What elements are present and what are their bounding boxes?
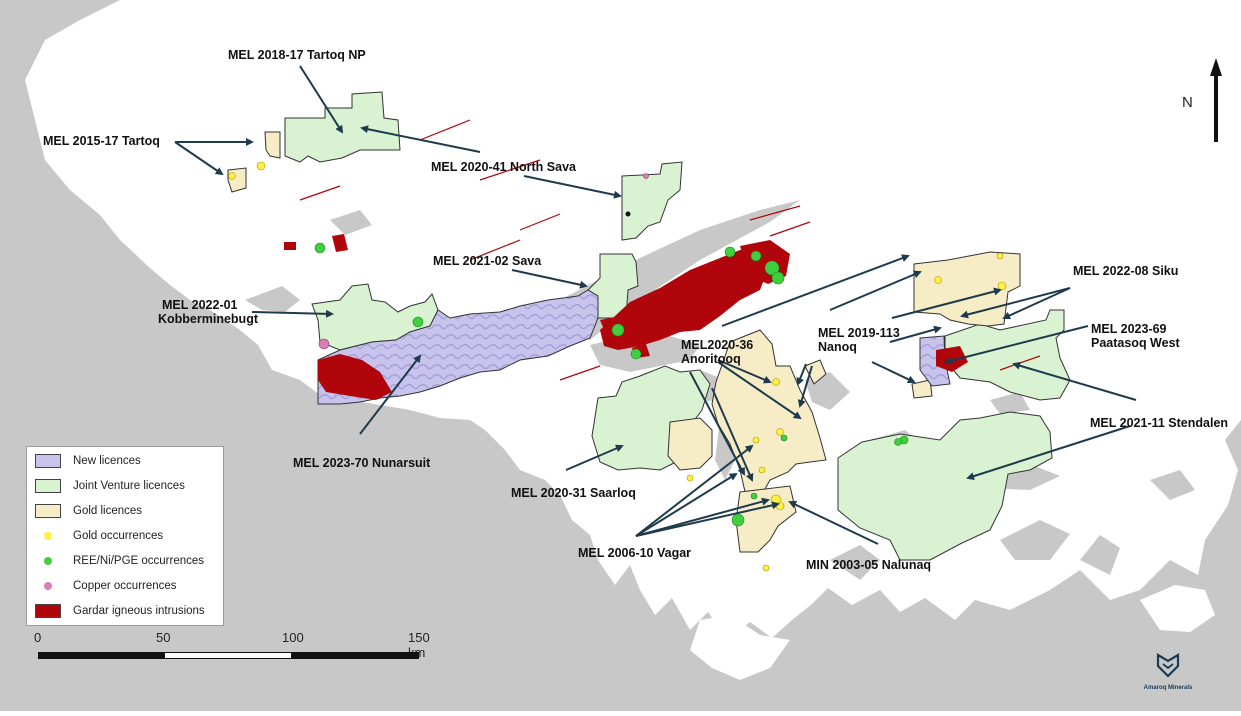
legend-item-copper-occurrences: Copper occurrences (35, 578, 221, 594)
legend-item-jv-licences: Joint Venture licences (35, 478, 221, 494)
legend-dot-copper (44, 582, 52, 590)
label-anoritooq-line2: Anoritooq (681, 352, 741, 366)
legend-label: New licences (73, 455, 141, 467)
label-anoritooq-line1: MEL2020-36 (681, 338, 754, 352)
land-island-south (690, 615, 790, 680)
ree-occurrences (314, 242, 909, 527)
legend-swatch-gardar (35, 604, 61, 618)
gold-nanoq-a (804, 359, 827, 385)
gold-vagar (667, 417, 713, 471)
gardar-dykes (299, 119, 1041, 381)
scale-tick-100: 100 (282, 630, 304, 645)
legend-label: Gold licences (73, 505, 143, 517)
label-paatasoq-line1: MEL 2023-69 (1091, 322, 1167, 336)
legend: New licences Joint Venture licences Gold… (26, 446, 224, 626)
land-island-east (1140, 585, 1215, 632)
label-anoritooq: MEL2020-36 Anoritooq (681, 338, 771, 366)
label-arrows (174, 65, 1137, 545)
brand-name: Amaroq Minerals (1143, 685, 1193, 691)
label-kobberminebugt-line2: Kobberminebugt (158, 312, 258, 326)
legend-label: REE/Ni/PGE occurrences (73, 555, 205, 567)
gold-tartoq-2 (227, 167, 247, 193)
label-paatasoq-west: MEL 2023-69 Paatasoq West (1091, 322, 1201, 350)
legend-item-gold-occurrences: Gold occurrences (35, 528, 221, 544)
legend-dot-ree (44, 557, 52, 565)
label-nunarsuit: MEL 2023-70 Nunarsuit (293, 456, 431, 470)
legend-label: Joint Venture licences (73, 480, 185, 492)
legend-label: Copper occurrences (73, 580, 177, 592)
legend-label: Gold occurrences (73, 530, 164, 542)
label-paatasoq-line2: Paatasoq West (1091, 336, 1180, 350)
brand-logo: Amaroq Minerals (1128, 652, 1208, 696)
scale-tick-50: 50 (156, 630, 171, 645)
legend-item-gold-licences: Gold licences (35, 503, 221, 519)
legend-dot-gold (44, 532, 52, 540)
label-nalunaq: MIN 2003-05 Nalunaq (806, 558, 932, 572)
legend-label: Gardar igneous intrusions (73, 605, 205, 617)
legend-swatch-jv (35, 479, 61, 493)
jv-north-sava (621, 161, 683, 241)
label-kobberminebugt-line1: MEL 2022-01 (162, 298, 238, 312)
label-tartoq: MEL 2015-17 Tartoq (43, 134, 160, 148)
legend-swatch-new (35, 454, 61, 468)
jv-stendalen (837, 411, 1053, 561)
scale-segment-2 (164, 652, 292, 659)
scale-segment-3 (291, 652, 419, 659)
label-stendalen: MEL 2021-11 Stendalen (1090, 416, 1229, 430)
legend-item-ree-occurrences: REE/Ni/PGE occurrences (35, 553, 221, 569)
new-licence-paatasoq (919, 335, 951, 387)
copper-occurrences (318, 173, 649, 350)
label-vagar: MEL 2006-10 Vagar (578, 546, 692, 560)
north-arrow-icon (1210, 58, 1222, 142)
label-sava: MEL 2021-02 Sava (433, 254, 542, 268)
scale-tick-0: 0 (34, 630, 42, 645)
label-north-sava: MEL 2020-41 North Sava (431, 160, 576, 174)
legend-swatch-gold (35, 504, 61, 518)
label-nanoq-line2: Nanoq (818, 340, 857, 354)
north-arrow: N (1182, 56, 1232, 146)
label-saarloq: MEL 2020-31 Saarloq (511, 486, 636, 500)
scale-segment-1 (38, 652, 165, 659)
legend-item-new-licences: New licences (35, 453, 221, 469)
scale-bar: 0 50 100 150 km (30, 630, 440, 670)
north-label: N (1182, 94, 1193, 111)
gold-tartoq (264, 131, 281, 159)
locality-point (625, 211, 631, 217)
label-nanoq-line1: MEL 2019-113 (818, 326, 900, 340)
label-siku: MEL 2022-08 Siku (1073, 264, 1179, 278)
new-licence-nunarsuit (317, 289, 599, 405)
label-nanoq: MEL 2019-113 Nanoq (818, 326, 908, 354)
fox-logo-icon (1156, 653, 1180, 678)
gold-nanoq-b (911, 379, 933, 399)
jv-licences (284, 91, 1071, 561)
legend-item-gardar: Gardar igneous intrusions (35, 603, 221, 619)
jv-paatasoq-west (944, 309, 1071, 401)
label-tartoq-np: MEL 2018-17 Tartoq NP (228, 48, 366, 62)
label-kobberminebugt: MEL 2022-01 Kobberminebugt (158, 298, 258, 326)
